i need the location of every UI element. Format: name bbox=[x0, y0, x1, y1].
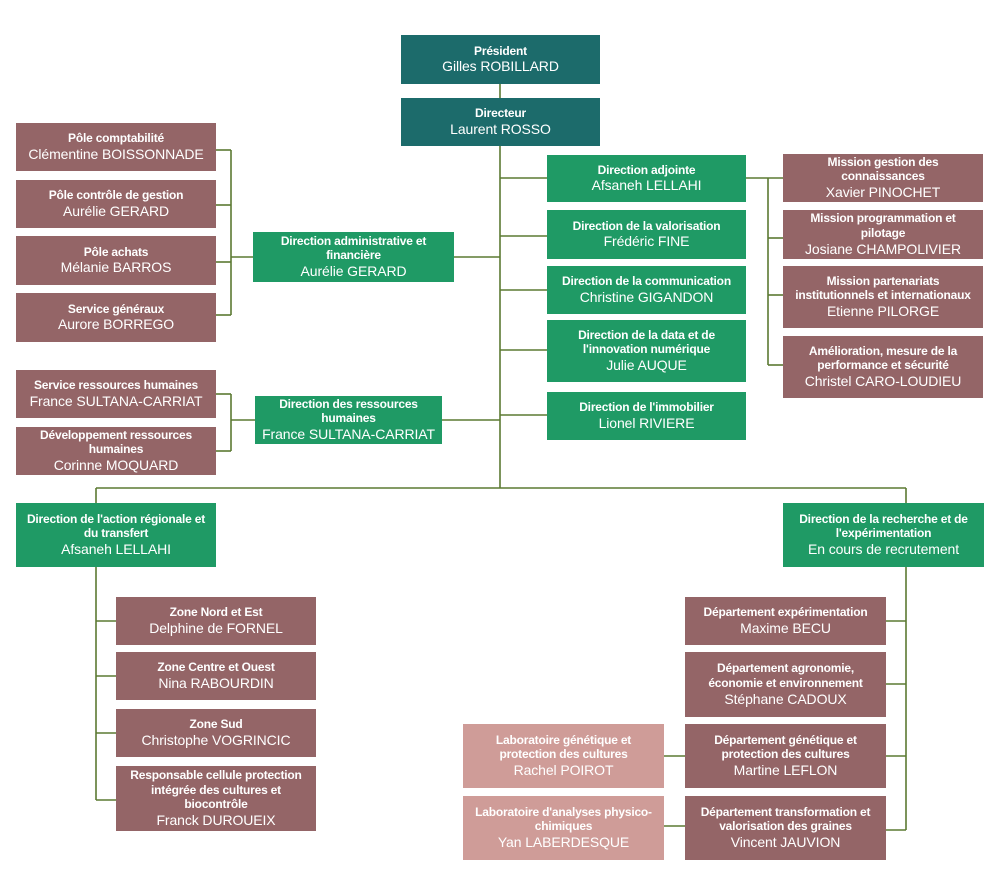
departement-transformation-box: Département transformation et valorisati… bbox=[685, 796, 886, 860]
rh-service-name: Corinne MOQUARD bbox=[53, 457, 179, 474]
daf-title: Direction administrative et financière bbox=[280, 233, 427, 263]
departement-title: Département expérimentation bbox=[703, 605, 868, 620]
pole-achats-box: Pôle achats Mélanie BARROS bbox=[16, 236, 216, 285]
president-box: Président Gilles ROBILLARD bbox=[401, 35, 600, 84]
drh-box: Direction des ressources humaines France… bbox=[255, 396, 442, 444]
direction-name: Afsaneh LELLAHI bbox=[591, 177, 702, 194]
mission-partenariats-box: Mission partenariats institutionnels et … bbox=[783, 266, 983, 328]
departement-name: Vincent JAUVION bbox=[730, 834, 841, 851]
zone-name: Christophe VOGRINCIC bbox=[141, 731, 291, 748]
recherche-title: Direction de la recherche et de l'expéri… bbox=[799, 511, 968, 541]
president-title: Président bbox=[474, 43, 527, 58]
mission-title: Mission programmation et pilotage bbox=[810, 211, 956, 240]
directeur-title: Directeur bbox=[475, 106, 526, 121]
service-generaux-box: Service généraux Aurore BORREGO bbox=[16, 293, 216, 342]
direction-title: Direction adjointe bbox=[597, 162, 696, 177]
direction-name: Frédéric FINE bbox=[603, 233, 690, 250]
direction-title: Direction de la communication bbox=[562, 274, 731, 289]
drh-title: Direction des ressources humaines bbox=[279, 396, 418, 426]
president-name: Gilles ROBILLARD bbox=[442, 58, 559, 75]
zone-name: Nina RABOURDIN bbox=[158, 674, 274, 691]
service-rh-box: Service ressources humaines France SULTA… bbox=[16, 370, 216, 418]
direction-valorisation-box: Direction de la valorisation Frédéric FI… bbox=[547, 210, 746, 259]
laboratoire-title: Laboratoire génétique et protection des … bbox=[495, 732, 632, 762]
departement-title: Département transformation et valorisati… bbox=[700, 804, 871, 834]
rh-service-title: Développement ressources humaines bbox=[40, 427, 192, 457]
mission-name: Christel CARO-LOUDIEU bbox=[804, 373, 962, 390]
daf-box: Direction administrative et financière A… bbox=[253, 232, 454, 282]
pole-comptabilite-box: Pôle comptabilité Clémentine BOISSONNADE bbox=[16, 123, 216, 171]
departement-name: Martine LEFLON bbox=[733, 762, 838, 779]
mission-connaissances-box: Mission gestion des connaissances Xavier… bbox=[783, 154, 983, 202]
direction-title: Direction de la data et de l'innovation … bbox=[578, 327, 715, 357]
pole-title: Pôle achats bbox=[83, 244, 149, 259]
laboratoire-name: Yan LABERDESQUE bbox=[497, 834, 630, 851]
direction-regionale-box: Direction de l'action régionale et du tr… bbox=[16, 503, 216, 567]
regional-name: Afsaneh LELLAHI bbox=[61, 541, 171, 558]
mission-name: Etienne PILORGE bbox=[826, 303, 940, 320]
zone-name: Franck DUROUEIX bbox=[156, 811, 276, 828]
pole-title: Pôle comptabilité bbox=[68, 131, 164, 146]
amelioration-performance-box: Amélioration, mesure de la performance e… bbox=[783, 336, 983, 398]
direction-data-box: Direction de la data et de l'innovation … bbox=[547, 320, 746, 382]
daf-name: Aurélie GERARD bbox=[300, 263, 407, 280]
departement-name: Stéphane CADOUX bbox=[724, 690, 847, 707]
departement-title: Département agronomie, économie et envir… bbox=[708, 661, 863, 690]
developpement-rh-box: Développement ressources humaines Corinn… bbox=[16, 427, 216, 475]
laboratoire-analyses-box: Laboratoire d'analyses physico-chimiques… bbox=[463, 796, 664, 860]
departement-agronomie-box: Département agronomie, économie et envir… bbox=[685, 652, 886, 717]
rh-service-name: France SULTANA-CARRIAT bbox=[29, 392, 203, 409]
mission-title: Mission gestion des connaissances bbox=[827, 154, 939, 184]
mission-name: Xavier PINOCHET bbox=[825, 184, 941, 201]
pole-name: Aurélie GERARD bbox=[63, 202, 169, 219]
zone-title: Zone Nord et Est bbox=[169, 605, 263, 620]
pole-name: Mélanie BARROS bbox=[60, 259, 172, 276]
departement-title: Département génétique et protection des … bbox=[714, 732, 857, 762]
laboratoire-title: Laboratoire d'analyses physico-chimiques bbox=[475, 804, 652, 834]
direction-communication-box: Direction de la communication Christine … bbox=[547, 266, 746, 314]
zone-nord-est-box: Zone Nord et Est Delphine de FORNEL bbox=[116, 597, 316, 645]
direction-recherche-box: Direction de la recherche et de l'expéri… bbox=[783, 503, 984, 567]
pole-title: Service généraux bbox=[67, 301, 165, 316]
direction-adjointe-box: Direction adjointe Afsaneh LELLAHI bbox=[547, 155, 746, 202]
direction-immobilier-box: Direction de l'immobilier Lionel RIVIERE bbox=[547, 392, 746, 440]
zone-title: Zone Centre et Ouest bbox=[157, 660, 275, 675]
direction-title: Direction de l'immobilier bbox=[579, 400, 714, 415]
directeur-name: Laurent ROSSO bbox=[450, 120, 551, 137]
pole-title: Pôle contrôle de gestion bbox=[48, 188, 184, 203]
rh-service-title: Service ressources humaines bbox=[33, 378, 199, 393]
pole-name: Aurore BORREGO bbox=[57, 316, 175, 333]
pole-name: Clémentine BOISSONNADE bbox=[28, 145, 204, 162]
direction-name: Lionel RIVIERE bbox=[598, 414, 695, 431]
mission-name: Josiane CHAMPOLIVIER bbox=[805, 240, 961, 257]
pole-controle-gestion-box: Pôle contrôle de gestion Aurélie GERARD bbox=[16, 180, 216, 228]
mission-programmation-box: Mission programmation et pilotage Josian… bbox=[783, 210, 983, 259]
recherche-name: En cours de recrutement bbox=[808, 541, 959, 558]
regional-title: Direction de l'action régionale et du tr… bbox=[26, 511, 206, 541]
cellule-protection-box: Responsable cellule protection intégrée … bbox=[116, 766, 316, 831]
direction-title: Direction de la valorisation bbox=[572, 218, 721, 233]
zone-sud-box: Zone Sud Christophe VOGRINCIC bbox=[116, 709, 316, 757]
zone-name: Delphine de FORNEL bbox=[149, 619, 283, 636]
directeur-box: Directeur Laurent ROSSO bbox=[401, 98, 600, 146]
zone-title: Responsable cellule protection intégrée … bbox=[130, 768, 302, 812]
laboratoire-name: Rachel POIROT bbox=[513, 762, 614, 779]
direction-name: Julie AUQUE bbox=[606, 357, 687, 374]
mission-title: Amélioration, mesure de la performance e… bbox=[808, 343, 958, 373]
zone-title: Zone Sud bbox=[189, 717, 243, 732]
drh-name: France SULTANA-CARRIAT bbox=[262, 426, 435, 443]
departement-experimentation-box: Département expérimentation Maxime BECU bbox=[685, 597, 886, 645]
direction-name: Christine GIGANDON bbox=[579, 288, 714, 305]
mission-title: Mission partenariats institutionnels et … bbox=[795, 273, 971, 303]
zone-centre-ouest-box: Zone Centre et Ouest Nina RABOURDIN bbox=[116, 652, 316, 700]
departement-name: Maxime BECU bbox=[740, 619, 831, 636]
departement-genetique-box: Département génétique et protection des … bbox=[685, 724, 886, 788]
laboratoire-genetique-box: Laboratoire génétique et protection des … bbox=[463, 724, 664, 788]
